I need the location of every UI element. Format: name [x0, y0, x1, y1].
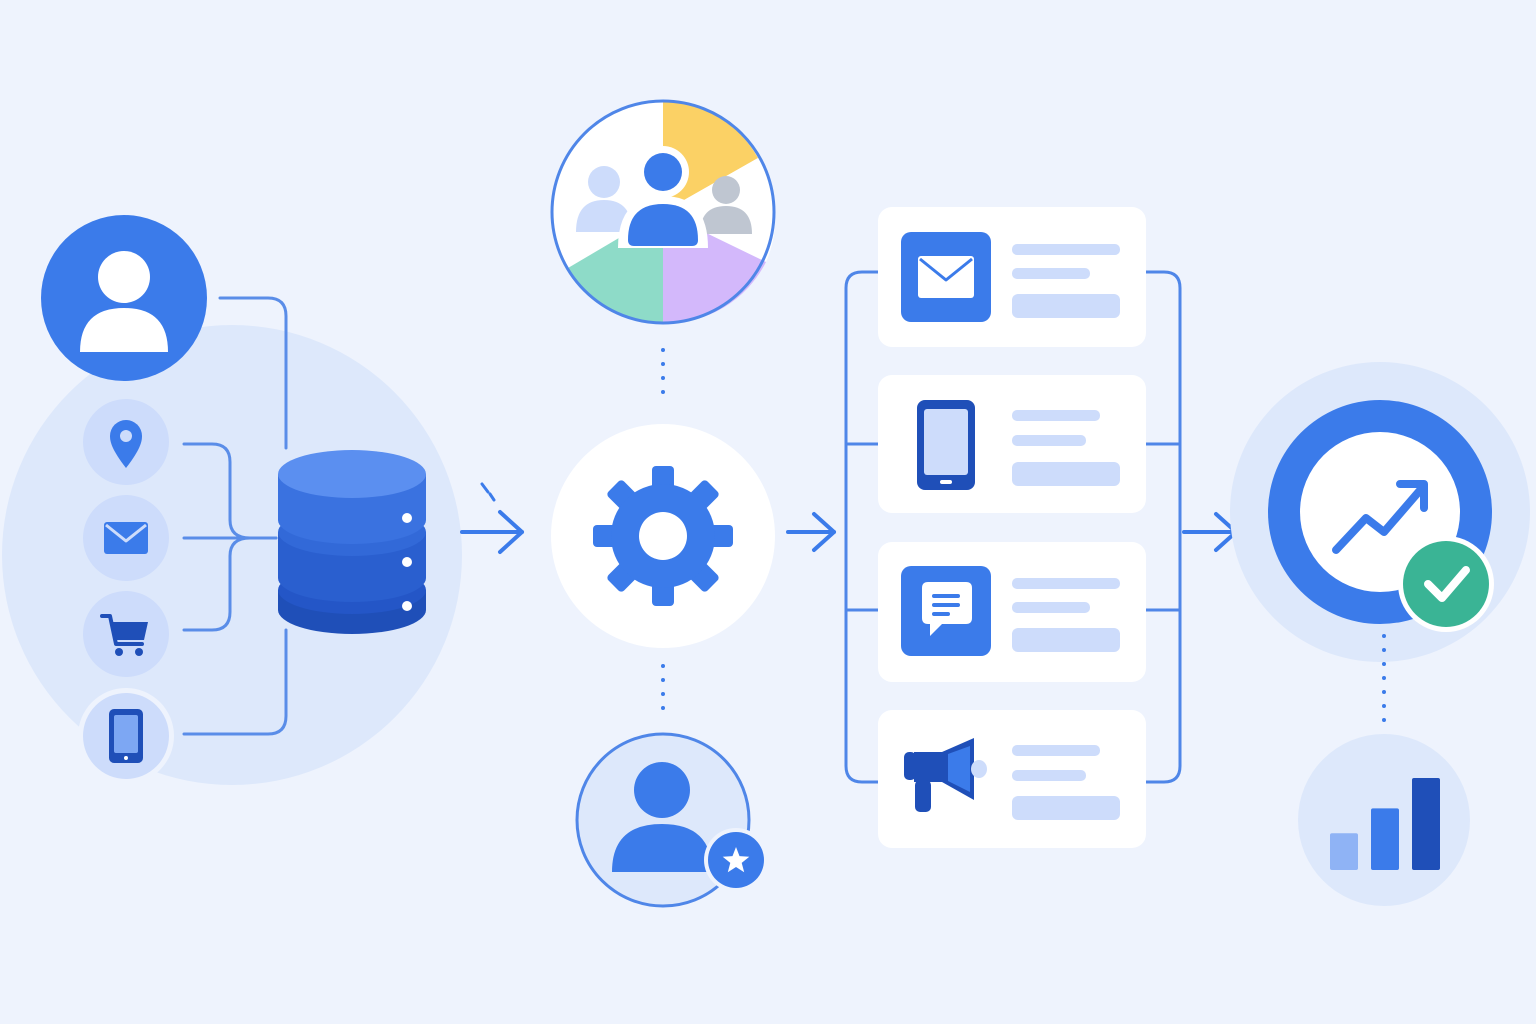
star-icon: [722, 847, 750, 873]
check-icon: [1398, 536, 1494, 632]
text-placeholder-lines: [1012, 244, 1120, 318]
input-cart-node: [83, 591, 169, 677]
text-placeholder-lines: [1012, 578, 1120, 652]
text-placeholder-lines: [1012, 745, 1120, 820]
bar-chart-bar: [1412, 778, 1440, 870]
envelope-icon: [104, 522, 148, 554]
user-icon: [80, 251, 168, 352]
channel-card-email: [878, 207, 1146, 347]
source-connectors: [182, 296, 288, 736]
bar-chart-bar: [1371, 808, 1399, 870]
bar-chart-bar: [1330, 833, 1358, 870]
location-pin-icon: [110, 420, 142, 468]
shopping-cart-icon: [100, 614, 148, 656]
smartphone-icon: [109, 709, 143, 763]
channel-brackets: [844, 270, 1182, 784]
growth-result-node: [1268, 400, 1494, 632]
trend-up-icon: [1332, 480, 1428, 554]
input-mobile-node: [78, 688, 174, 784]
input-email-node: [83, 495, 169, 581]
channel-card-mobile: [878, 375, 1146, 513]
gear-icon: [593, 466, 733, 606]
arrow-engine-to-channels: [786, 512, 836, 552]
bar-chart-icon: [1330, 778, 1440, 870]
audience-segments-node: [550, 99, 776, 325]
database-icon: [278, 450, 426, 634]
smartphone-icon: [917, 400, 975, 490]
input-location-node: [83, 399, 169, 485]
gear-hole: [639, 512, 687, 560]
megaphone-icon: [904, 738, 987, 812]
target-user-node: [575, 732, 768, 908]
database-node: [278, 450, 426, 634]
chat-bubble-icon: [922, 582, 972, 636]
report-node: [1298, 734, 1470, 906]
text-placeholder-lines: [1012, 410, 1120, 486]
channel-card-chat: [878, 542, 1146, 682]
processing-engine-node: [551, 424, 775, 648]
envelope-icon: [918, 256, 974, 298]
user-profile-node: [41, 215, 207, 381]
user-group-icon: [576, 146, 752, 248]
arrow-channels-to-outcome: [1182, 512, 1238, 552]
arrow-database-to-engine: [460, 482, 524, 554]
starred-user-icon: [612, 762, 768, 892]
channel-card-campaign: [878, 710, 1146, 848]
